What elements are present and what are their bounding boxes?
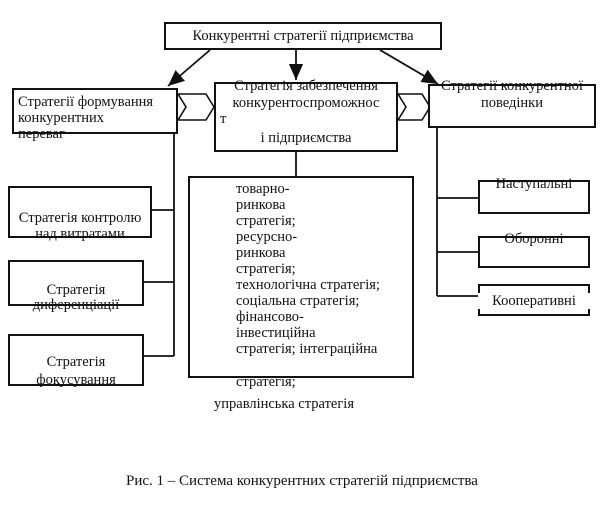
left-branch-title-line-1: Стратегії формування	[18, 94, 154, 110]
center-branch-title-line-1: Стратегія забезпечення	[234, 78, 378, 94]
center-branch-box	[214, 82, 398, 152]
center-item-line-7: технологічна стратегія;	[236, 277, 380, 293]
center-branch-title-line-4: і підприємства	[260, 130, 352, 146]
left-item-1-line-1: Стратегія контролю	[18, 210, 142, 226]
left-branch-title-line-3: переваг	[18, 126, 65, 142]
chevron-left-to-center	[176, 93, 215, 121]
left-item-3-line-1: Стратегія	[46, 354, 106, 370]
center-item-line-1: товарно-	[236, 181, 290, 197]
center-item-line-2: ринкова	[236, 197, 286, 213]
center-item-line-8: соціальна стратегія;	[236, 293, 360, 309]
left-item-3-box	[8, 334, 144, 386]
center-item-line-9: фінансово-	[236, 309, 304, 325]
right-item-3-label: Кооперативні	[478, 293, 590, 309]
center-item-line-4: ресурсно-	[236, 229, 298, 245]
left-item-2-line-1: Стратегія	[46, 282, 106, 298]
center-branch-title-line-2: конкурентоспроможнос	[232, 95, 380, 111]
figure-caption: Рис. 1 – Система конкурентних стратегій …	[126, 473, 478, 489]
arrow-to-left-branch	[167, 49, 211, 87]
top-title-box	[164, 22, 442, 50]
right-item-2-label: Оборонні	[504, 231, 564, 247]
chevron-center-to-right	[396, 93, 431, 121]
arrow-to-right-branch	[379, 49, 439, 85]
top-title: Конкурентні стратегії підприємства	[192, 28, 414, 44]
right-item-2-box	[478, 236, 590, 268]
left-item-2-line-2: диференціації	[32, 297, 120, 313]
center-item-line-6: стратегія;	[236, 261, 296, 277]
center-branch-title-line-3: т	[220, 111, 227, 127]
left-item-1-box	[8, 186, 152, 238]
right-branch-box	[428, 84, 596, 128]
center-item-line-13: управлінська стратегія	[214, 396, 354, 412]
left-branch-box	[12, 88, 178, 134]
right-branch-title-line-1: Стратегії конкурентної	[441, 78, 583, 94]
right-item-1-box	[478, 180, 590, 214]
right-item-1-label: Наступальні	[495, 176, 573, 192]
center-item-line-12: стратегія;	[236, 374, 296, 390]
center-item-line-10: інвестиційна	[236, 325, 316, 341]
center-item-line-11: стратегія; інтеграційна	[236, 341, 378, 357]
left-item-2-box	[8, 260, 144, 306]
right-branch-title-line-2: поведінки	[481, 95, 543, 111]
left-item-3-line-2: фокусування	[36, 372, 116, 388]
left-branch-title-line-2: конкурентних	[18, 110, 104, 126]
center-item-line-5: ринкова	[236, 245, 286, 261]
center-item-line-3: стратегія;	[236, 213, 296, 229]
left-item-1-line-2: над витратами	[35, 226, 125, 242]
